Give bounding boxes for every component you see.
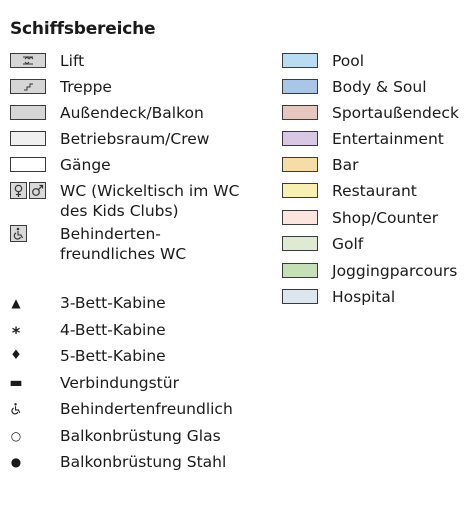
jogging-swatch [282,263,318,278]
stairs-swatch [10,79,46,94]
restaurant-swatch [282,183,318,198]
pool-label: Pool [332,52,365,70]
connecting-door-label: Verbindungstür [60,374,179,392]
restaurant-label: Restaurant [332,182,417,200]
4-bed-label: 4-Bett-Kabine [60,321,166,339]
triangle-icon: ▲ [11,296,21,310]
rectangle-icon: ▬ [9,375,23,391]
body-soul-label: Body & Soul [332,78,427,96]
stairs-icon [24,83,33,91]
entertainment-swatch [282,131,318,146]
corridors-label: Gänge [60,156,111,174]
steel-railing-label: Balkonbrüstung Stahl [60,453,227,471]
accessible-wc-label-line2: freundliches WC [60,245,187,263]
golf-label: Golf [332,235,364,253]
accessible-wc-label-line1: Behinderten- [60,225,161,243]
outer-deck-label: Außendeck/Balkon [60,104,204,122]
lift-swatch [10,53,46,68]
accessible-label: Behindertenfreundlich [60,400,233,418]
bar-swatch [282,157,318,172]
hospital-label: Hospital [332,288,396,306]
wc-label-line1: WC (Wickeltisch im WC [60,182,240,200]
body-soul-swatch [282,79,318,94]
pool-swatch [282,53,318,68]
corridors-swatch [10,157,46,172]
crew-swatch [10,131,46,146]
sport-deck-label: Sportaußendeck [332,104,459,122]
sport-deck-swatch [282,105,318,120]
wc-label-line2: des Kids Clubs) [60,202,179,220]
female-icon [10,182,27,199]
lift-icon [23,56,34,65]
3-bed-label: 3-Bett-Kabine [60,294,166,312]
bar-label: Bar [332,156,359,174]
jogging-label: Joggingparcours [332,262,458,280]
accessible-wc-icon [10,225,27,242]
circle-outline-icon: ○ [10,429,22,443]
shop-label: Shop/Counter [332,209,439,227]
outer-deck-swatch [10,105,46,120]
wheelchair-icon [8,399,24,423]
hospital-swatch [282,289,318,304]
diamond-icon: ♦ [10,348,22,363]
shop-swatch [282,210,318,225]
5-bed-label: 5-Bett-Kabine [60,347,166,365]
golf-swatch [282,236,318,251]
legend-title: Schiffsbereiche [10,19,156,39]
lift-label: Lift [60,52,85,70]
male-icon [29,182,46,199]
glass-railing-label: Balkonbrüstung Glas [60,427,221,445]
stairs-label: Treppe [60,78,112,96]
entertainment-label: Entertainment [332,130,444,148]
asterisk-icon: * [11,323,21,342]
crew-label: Betriebsraum/Crew [60,130,210,148]
circle-filled-icon: ● [10,455,22,469]
